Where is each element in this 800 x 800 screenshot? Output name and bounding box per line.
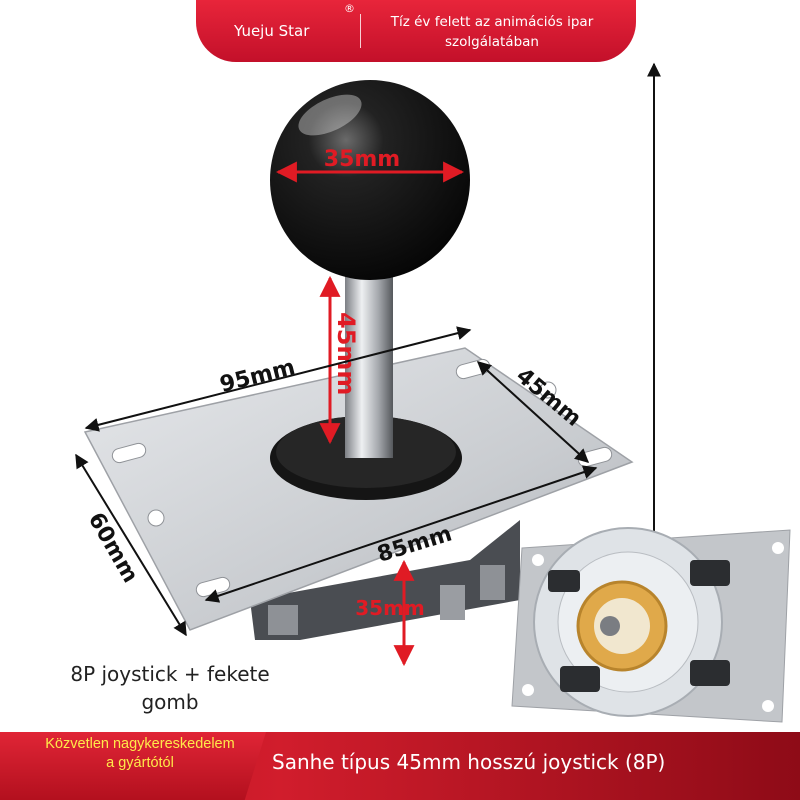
registered-mark: ® (344, 2, 355, 15)
banner-divider (360, 14, 361, 48)
wholesale-text: Közvetlen nagykereskedelem a gyártótól (45, 736, 235, 771)
bottom-banner: Közvetlen nagykereskedelem a gyártótól S… (0, 732, 800, 800)
top-banner: Yueju Star ® Tíz év felett az animációs … (196, 0, 636, 62)
plate-width-right-line (476, 361, 590, 463)
plate-width-left-line (75, 453, 187, 637)
plate-length-bottom-line (204, 465, 598, 603)
bottom-left-badge: Közvetlen nagykereskedelem a gyártótól (0, 732, 266, 800)
joystick-product-image: 35mm 45mm 35mm 95mm 45mm 60mm 85mm (75, 62, 791, 723)
label-shaft-length: 45mm (332, 312, 360, 395)
ball-top-knob (270, 80, 470, 280)
banner-tagline: Tíz év felett az animációs ipar szolgála… (390, 14, 594, 50)
product-caption: 8P joystick + fekete gomb (70, 662, 270, 714)
product-title: Sanhe típus 45mm hosszú joystick (8P) (272, 750, 666, 774)
label-base-height: 35mm (355, 596, 425, 620)
plate-length-top-line (84, 326, 472, 432)
joystick-rear-view (511, 527, 791, 723)
brand-name: Yueju Star (234, 22, 310, 40)
label-ball-diameter: 35mm (324, 147, 400, 172)
